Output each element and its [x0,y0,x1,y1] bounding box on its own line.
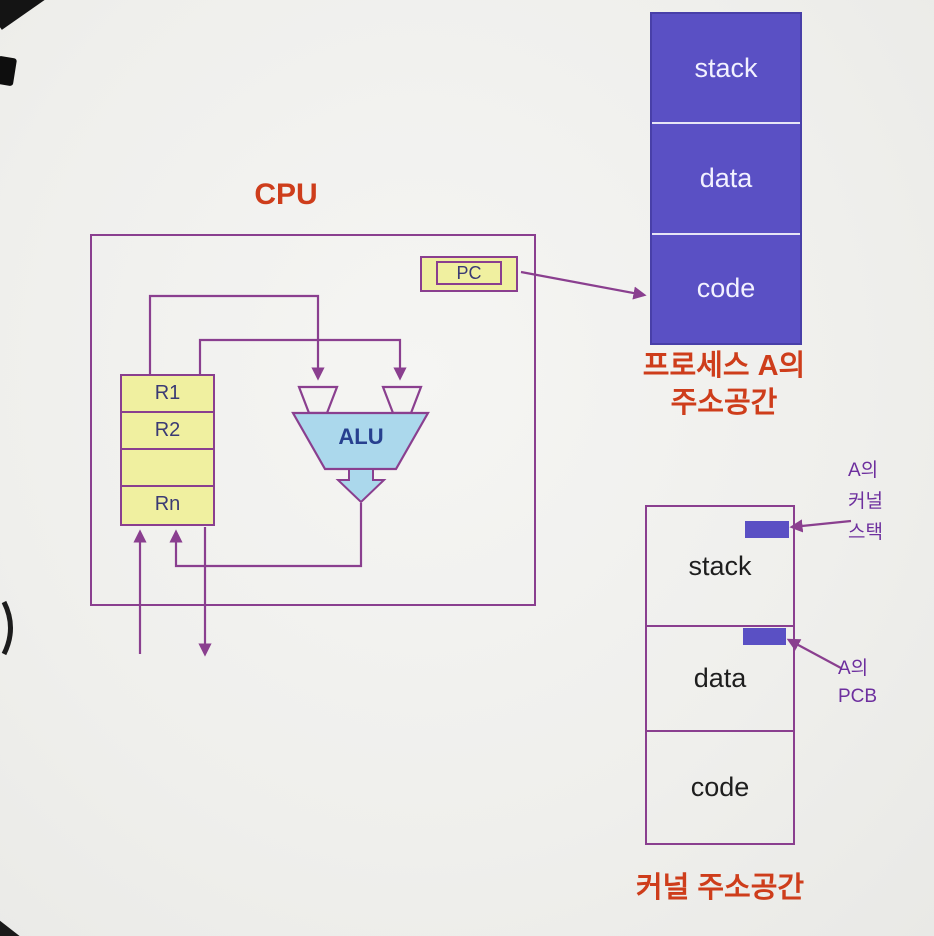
process-memory-caption-line1: 프로세스 A의 [642,350,806,382]
kernel-memory-segment-code: code [647,730,793,843]
arrow-kernel-stack-pointer [789,519,852,533]
arrow-pc-to-code [520,270,647,300]
pcb-label-line1: A의 [838,658,869,679]
pc-register: PC [420,256,518,292]
alu-label: ALU [338,424,384,449]
kernel-memory-caption: 커널 주소공간 [635,872,805,904]
register-r2: R2 [122,413,213,450]
register-rn: Rn [154,493,181,515]
register-blank [122,450,213,487]
process-memory-box: stack data code [650,12,802,345]
pcb-label-line2: PCB [838,686,878,707]
video-artifact-corner-top-left [0,0,50,30]
pcb-label: A의 PCB [838,655,918,711]
video-artifact-corner-bottom-left [0,917,24,936]
register-file: R1 R2 Rn [120,374,215,526]
kernel-memory-box: stack data code [645,505,795,845]
cpu-title: CPU [254,178,318,211]
arrow-pcb-pointer [786,638,842,669]
video-artifact-curve [1,600,13,656]
process-memory-segment-data: data [652,122,800,232]
pc-label: PC [436,261,502,285]
kernel-memory-segment-data: data [647,625,793,730]
process-memory-segment-code: code [652,232,800,343]
kernel-stack-marker [745,521,789,538]
kernel-stack-label-line1: A의 [848,460,879,481]
kernel-stack-label: A의 커널 스택 [848,455,918,548]
kernel-stack-label-line2: 커널 [848,491,883,512]
process-memory-caption-line2: 주소공간 [670,387,778,419]
pcb-marker [743,628,786,645]
process-memory-caption: 프로세스 A의 주소공간 [608,348,840,422]
kernel-memory-segment-stack: stack [688,550,752,581]
cpu-box [90,234,536,606]
register-r1: R1 [122,376,213,413]
process-memory-segment-stack: stack [694,52,758,83]
video-artifact-left-dash [0,55,18,87]
kernel-stack-label-line3: 스택 [848,522,883,543]
